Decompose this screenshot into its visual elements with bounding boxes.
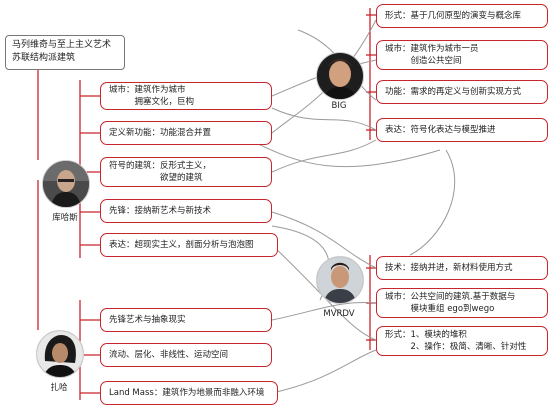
item-line: 技术：接纳并进，新材料使用方式 — [385, 263, 513, 273]
item-line: 定义新功能：功能混合并置 — [109, 128, 212, 138]
mvrdv-avatar — [316, 256, 364, 304]
big-item-expression: 表达：符号化表达与模型推进 — [376, 118, 548, 142]
item-line: 拥塞文化，巨构 — [109, 97, 195, 107]
koolhaas-item-avantgarde: 先锋：接纳新艺术与新技术 — [100, 199, 272, 223]
koolhaas-avatar — [42, 160, 90, 208]
zaha-avatar — [36, 330, 84, 378]
mvrdv-item-tech: 技术：接纳并进，新材料使用方式 — [376, 256, 548, 280]
koolhaas-name: 库哈斯 — [52, 213, 78, 223]
item-line: 符号的建筑：反形式主义， — [109, 161, 212, 171]
mvrdv-item-form: 形式：1、模块的堆积 2、操作：极简、清晰、针对性 — [376, 326, 548, 356]
person-portrait-icon — [43, 161, 89, 207]
title-box: 马列维奇与至上主义艺术 苏联结构派建筑 — [5, 35, 125, 70]
item-line: 模块重组 ego到wego — [385, 304, 495, 314]
koolhaas-item-city: 城市：建筑作为城市 拥塞文化，巨构 — [100, 82, 272, 110]
koolhaas-item-symbol: 符号的建筑：反形式主义， 欲望的建筑 — [100, 157, 272, 187]
item-line: 城市：建筑作为城市一员 — [385, 44, 479, 54]
item-line: 表达：超现实主义，剖面分析与泡泡图 — [109, 240, 254, 250]
big-avatar — [316, 52, 364, 100]
item-line: 功能：需求的再定义与创新实现方式 — [385, 87, 522, 97]
person-portrait-icon — [317, 53, 363, 99]
item-line: Land Mass：建筑作为地景而非融入环境 — [109, 388, 265, 398]
big-item-function: 功能：需求的再定义与创新实现方式 — [376, 80, 548, 104]
person-portrait-icon — [317, 257, 363, 303]
big-name: BIG — [331, 101, 347, 111]
zaha-name: 扎哈 — [50, 383, 68, 393]
koolhaas-item-expression: 表达：超现实主义，剖面分析与泡泡图 — [100, 233, 278, 257]
big-item-city: 城市：建筑作为城市一员 创造公共空间 — [376, 40, 548, 70]
mvrdv-name: MVRDV — [323, 309, 355, 319]
item-line: 创造公共空间 — [385, 56, 462, 66]
item-line: 形式：1、模块的堆积 — [385, 330, 467, 340]
item-line: 欲望的建筑 — [109, 173, 203, 183]
item-line: 先锋：接纳新艺术与新技术 — [109, 206, 212, 216]
item-line: 2、操作：极简、清晰、针对性 — [385, 342, 527, 352]
item-line: 形式：基于几何原型的演变与概念库 — [385, 11, 522, 21]
item-line: 城市：建筑作为城市 — [109, 85, 186, 95]
mvrdv-item-city: 城市：公共空间的建筑.基于数据与 模块重组 ego到wego — [376, 288, 548, 318]
item-line: 流动、层化、非线性、运动空间 — [109, 350, 229, 360]
koolhaas-item-function: 定义新功能：功能混合并置 — [100, 121, 272, 145]
person-portrait-icon — [37, 331, 83, 377]
item-line: 城市：公共空间的建筑.基于数据与 — [385, 292, 516, 302]
item-line: 先锋艺术与抽象现实 — [109, 315, 186, 325]
zaha-item-avantgarde: 先锋艺术与抽象现实 — [100, 308, 272, 332]
title-line-2: 苏联结构派建筑 — [12, 53, 76, 63]
zaha-item-flow: 流动、层化、非线性、运动空间 — [100, 343, 272, 367]
item-line: 表达：符号化表达与模型推进 — [385, 125, 496, 135]
title-line-1: 马列维奇与至上主义艺术 — [12, 40, 112, 50]
big-item-form: 形式：基于几何原型的演变与概念库 — [376, 4, 548, 28]
zaha-item-landmass: Land Mass：建筑作为地景而非融入环境 — [100, 381, 278, 405]
